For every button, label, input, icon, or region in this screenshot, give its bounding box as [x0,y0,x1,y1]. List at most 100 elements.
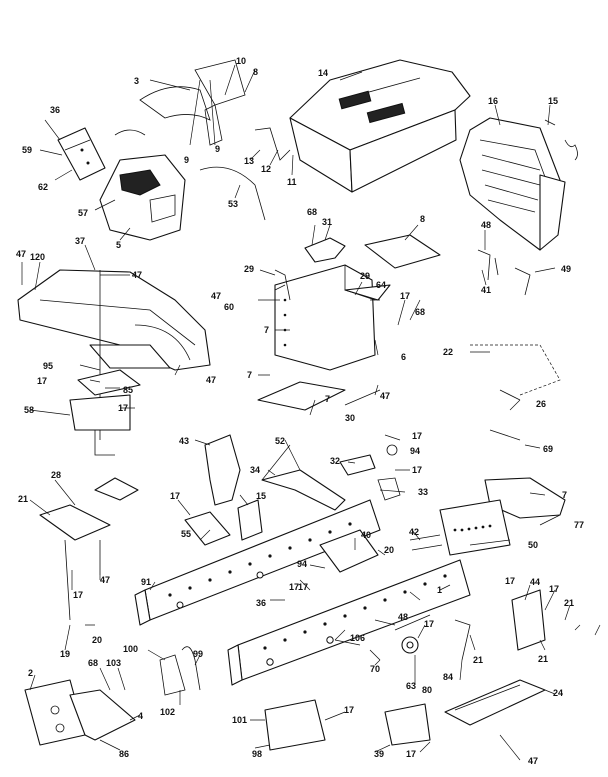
callout-21: 21 [538,654,548,664]
bracket-31-part [304,237,346,263]
callout-10: 10 [236,56,246,66]
callout-14: 14 [318,68,328,78]
callout-17: 17 [170,491,180,501]
callout-40: 40 [361,530,371,540]
callout-17: 17 [344,705,354,715]
callout-22: 22 [443,347,453,357]
callout-47: 47 [132,270,142,280]
item-102-part [159,654,186,696]
callout-8: 8 [253,67,258,77]
hood-hinge-part [254,127,291,161]
callout-17: 17 [298,582,308,592]
item-106-part [334,639,361,646]
callout-47: 47 [528,756,538,766]
callout-21: 21 [473,655,483,665]
callout-32: 32 [330,456,340,466]
callout-68: 68 [307,207,317,217]
callout-15: 15 [548,96,558,106]
foot-plate-part [444,679,546,726]
callout-100: 100 [123,644,138,654]
seat-post-part [69,270,141,456]
spring-part [564,139,578,161]
callout-47: 47 [380,391,390,401]
latch-48-part [477,249,499,281]
callout-91: 91 [141,577,151,587]
callout-7: 7 [264,325,269,335]
callout-36: 36 [50,105,60,115]
item-70-part [369,649,381,661]
bracket-part [199,166,266,221]
callout-34: 34 [250,465,260,475]
callout-5: 5 [116,240,121,250]
callout-33: 33 [418,487,428,497]
callout-106: 106 [350,633,365,643]
callout-77: 77 [574,520,584,530]
callout-17: 17 [289,582,299,592]
bracket-43-part [204,434,241,506]
bracket-55-part [184,511,231,546]
callout-47: 47 [100,575,110,585]
callout-60: 60 [224,302,234,312]
callout-19: 19 [60,649,70,659]
callout-1: 1 [437,585,442,595]
callout-68: 68 [88,658,98,668]
callout-7: 7 [562,490,567,500]
console-part [99,129,186,241]
callout-17: 17 [424,619,434,629]
callout-64: 64 [376,280,386,290]
callout-41: 41 [481,285,491,295]
callout-53: 53 [228,199,238,209]
item-42-part [409,534,443,551]
callout-labels: 3 10 8 9 9 14 16 15 36 59 62 57 5 53 13 … [16,56,584,766]
callout-103: 103 [106,658,121,668]
callout-43: 43 [179,436,189,446]
callout-47: 47 [16,249,26,259]
bracket-98-part [264,699,326,751]
callout-59: 59 [22,145,32,155]
callout-58: 58 [24,405,34,415]
callout-3: 3 [134,76,139,86]
callout-94: 94 [297,559,307,569]
callout-17: 17 [505,576,515,586]
callout-8: 8 [420,214,425,224]
callout-62: 62 [38,182,48,192]
callout-39: 39 [374,749,384,759]
plate-15-part [237,499,263,541]
callout-69: 69 [543,444,553,454]
callout-57: 57 [78,208,88,218]
callout-70: 70 [370,664,380,674]
battery-part [364,234,441,269]
callout-17: 17 [118,403,128,413]
callout-21: 21 [564,598,574,608]
callout-31: 31 [322,217,332,227]
callout-48: 48 [481,220,491,230]
callout-16: 16 [488,96,498,106]
cross-member-part [261,469,346,511]
item-69-part [489,429,521,441]
callout-24: 24 [553,688,563,698]
side-panel-part [57,127,106,181]
callout-55: 55 [181,529,191,539]
battery-box-part [274,264,391,371]
right-frame-rail-part [227,559,471,686]
callout-15: 15 [256,491,266,501]
callout-44: 44 [530,577,540,587]
callout-98: 98 [252,749,262,759]
leader-lines [21,64,601,761]
callout-84: 84 [443,672,453,682]
callout-28: 28 [51,470,61,480]
callout-80: 80 [422,685,432,695]
callout-21: 21 [18,494,28,504]
bracket-44-part [511,589,546,651]
callout-94: 94 [410,446,420,456]
item-49-part [514,267,531,296]
item-94-part [386,444,398,456]
callout-20: 20 [92,635,102,645]
callout-17: 17 [73,590,83,600]
callout-7: 7 [247,370,252,380]
dash-panel-part [139,59,246,146]
callout-17: 17 [406,749,416,759]
callout-17: 17 [549,584,559,594]
callout-52: 52 [275,436,285,446]
